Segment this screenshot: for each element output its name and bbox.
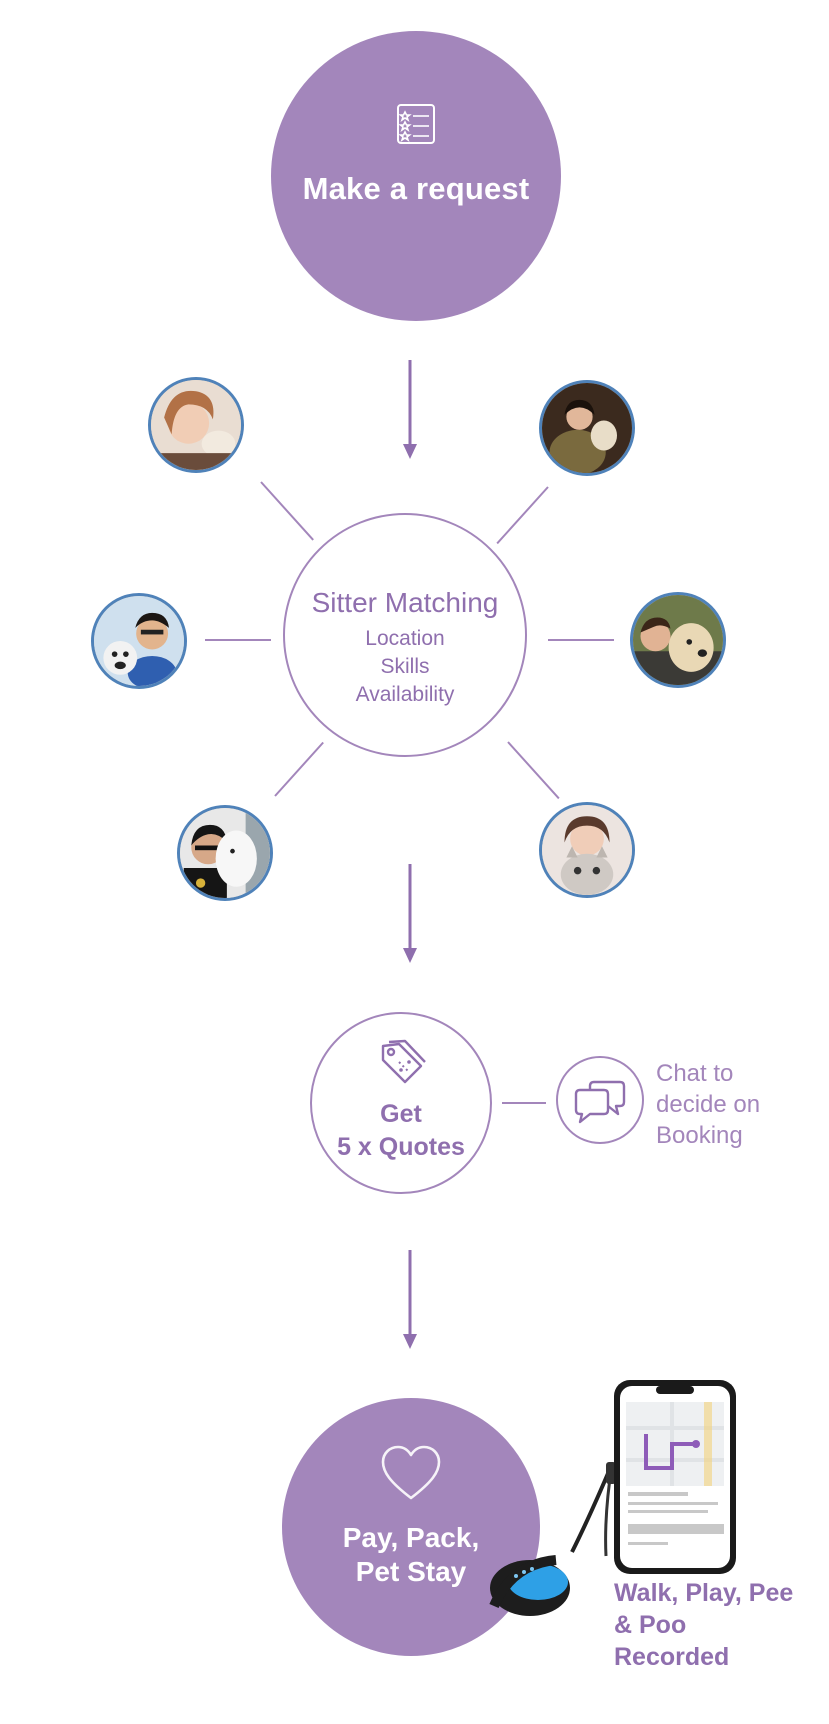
connector-line <box>502 1102 546 1104</box>
sitter-matching-circle: Sitter Matching Location Skills Availabi… <box>283 513 527 757</box>
sitter-avatar <box>630 592 726 688</box>
connector-line <box>260 481 314 540</box>
phone-tracking-screen <box>612 1378 738 1576</box>
connector-line <box>548 639 614 641</box>
connector-line <box>205 639 271 641</box>
chat-bubbles-icon <box>574 1076 626 1124</box>
connector-line <box>274 742 324 797</box>
sitter-avatar <box>539 802 635 898</box>
arrow-down-icon <box>400 360 420 460</box>
criteria-skills: Skills <box>285 655 525 679</box>
arrow-down-icon <box>400 864 420 964</box>
criteria-availability: Availability <box>285 683 525 707</box>
connector-line <box>496 486 548 544</box>
criteria-location: Location <box>285 627 525 651</box>
arrow-down-icon <box>400 1250 420 1350</box>
chat-description: Chat to decide on Booking <box>656 1058 760 1151</box>
sitter-avatar <box>539 380 635 476</box>
checklist-icon <box>396 103 436 145</box>
heart-icon <box>380 1444 442 1502</box>
request-step-label: Make a request <box>271 171 561 207</box>
sitter-avatar <box>91 593 187 689</box>
quotes-step-circle: Get 5 x Quotes <box>310 1012 492 1194</box>
quotes-step-label: Get <box>312 1100 490 1129</box>
price-tag-icon <box>377 1038 427 1088</box>
record-description: Walk, Play, Pee & Poo Recorded <box>614 1577 793 1673</box>
request-step-circle: Make a request <box>271 31 561 321</box>
sitter-avatar <box>148 377 244 473</box>
chat-circle <box>556 1056 644 1144</box>
sitter-matching-title: Sitter Matching <box>285 587 525 619</box>
connector-line <box>507 741 559 799</box>
sitter-avatar <box>177 805 273 901</box>
quotes-step-label: 5 x Quotes <box>312 1133 490 1162</box>
